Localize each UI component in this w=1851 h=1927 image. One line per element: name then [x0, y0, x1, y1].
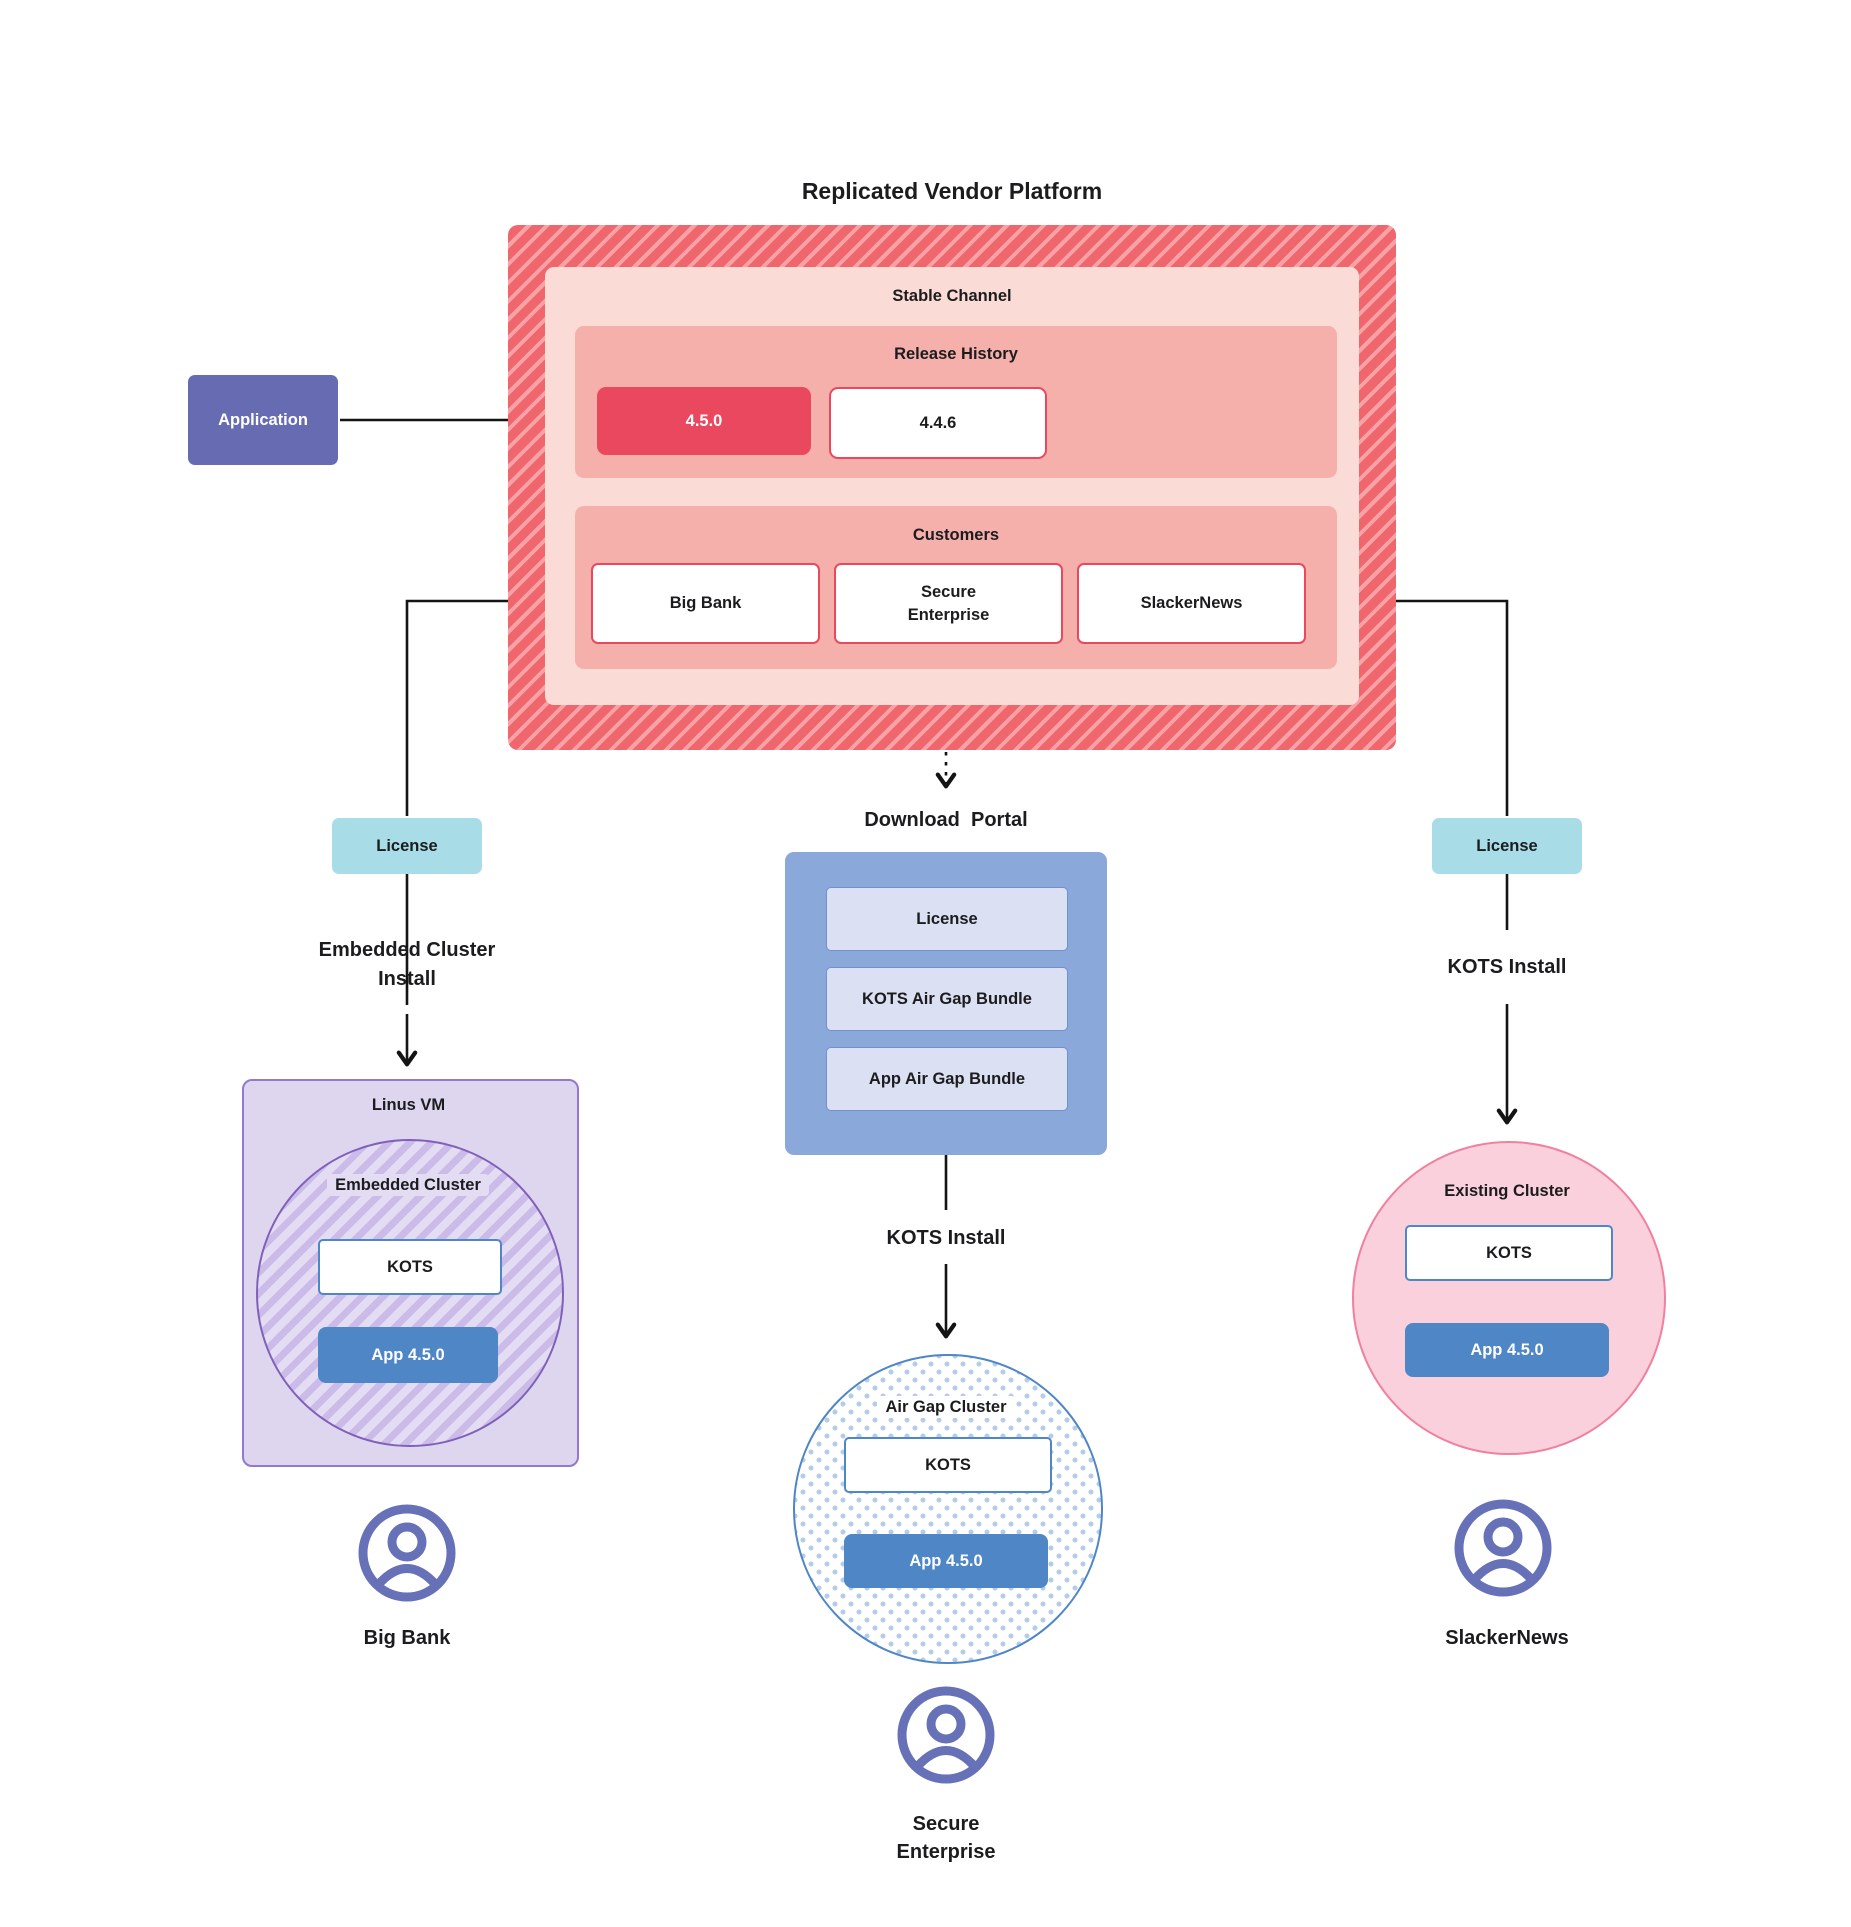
- app-node-right: App 4.5.0: [1405, 1323, 1609, 1377]
- kots-node-middle: KOTS: [844, 1437, 1052, 1493]
- app-node-middle: App 4.5.0: [844, 1534, 1048, 1588]
- kots-install-label-middle: KOTS Install: [886, 1227, 1006, 1249]
- user-label-big-bank: Big Bank: [363, 1627, 451, 1649]
- customer-big-bank: Big Bank: [591, 563, 820, 644]
- customer-secure-enterprise: Secure Enterprise: [834, 563, 1063, 644]
- air-gap-cluster-label: Air Gap Cluster: [796, 1396, 1096, 1418]
- user-icon: [358, 1504, 456, 1602]
- stable-channel-label: Stable Channel: [892, 287, 1012, 305]
- release-4-4-6: 4.4.6: [829, 387, 1047, 459]
- user-icon: [897, 1686, 995, 1784]
- existing-cluster-circle: [1352, 1141, 1666, 1455]
- release-history-label: Release History: [894, 345, 1018, 363]
- license-node-left: License: [332, 818, 482, 874]
- customer-slackernews: SlackerNews: [1077, 563, 1306, 644]
- linus-vm-label: Linus VM: [371, 1096, 446, 1114]
- portal-item-kots-airgap-bundle: KOTS Air Gap Bundle: [826, 967, 1068, 1031]
- user-label-slackernews: SlackerNews: [1445, 1627, 1569, 1649]
- page-title: Replicated Vendor Platform: [801, 178, 1103, 204]
- embedded-cluster-install-label: Embedded Cluster Install: [318, 939, 496, 990]
- app-node-left: App 4.5.0: [318, 1327, 498, 1383]
- embedded-cluster-label: Embedded Cluster: [282, 1174, 534, 1196]
- user-icon: [1454, 1499, 1552, 1597]
- license-node-right: License: [1432, 818, 1582, 874]
- existing-cluster-label: Existing Cluster: [1444, 1182, 1570, 1200]
- kots-node-right: KOTS: [1405, 1225, 1613, 1281]
- portal-item-app-airgap-bundle: App Air Gap Bundle: [826, 1047, 1068, 1111]
- release-4-5-0: 4.5.0: [597, 387, 811, 455]
- portal-item-license: License: [826, 887, 1068, 951]
- kots-install-label-right: KOTS Install: [1447, 956, 1567, 978]
- air-gap-cluster-circle: [793, 1354, 1103, 1664]
- user-label-secure-enterprise: Secure Enterprise: [896, 1813, 996, 1863]
- kots-node-left: KOTS: [318, 1239, 502, 1295]
- download-portal-label: Download Portal: [864, 809, 1028, 831]
- customers-label: Customers: [912, 526, 1000, 544]
- application-node: Application: [188, 375, 338, 465]
